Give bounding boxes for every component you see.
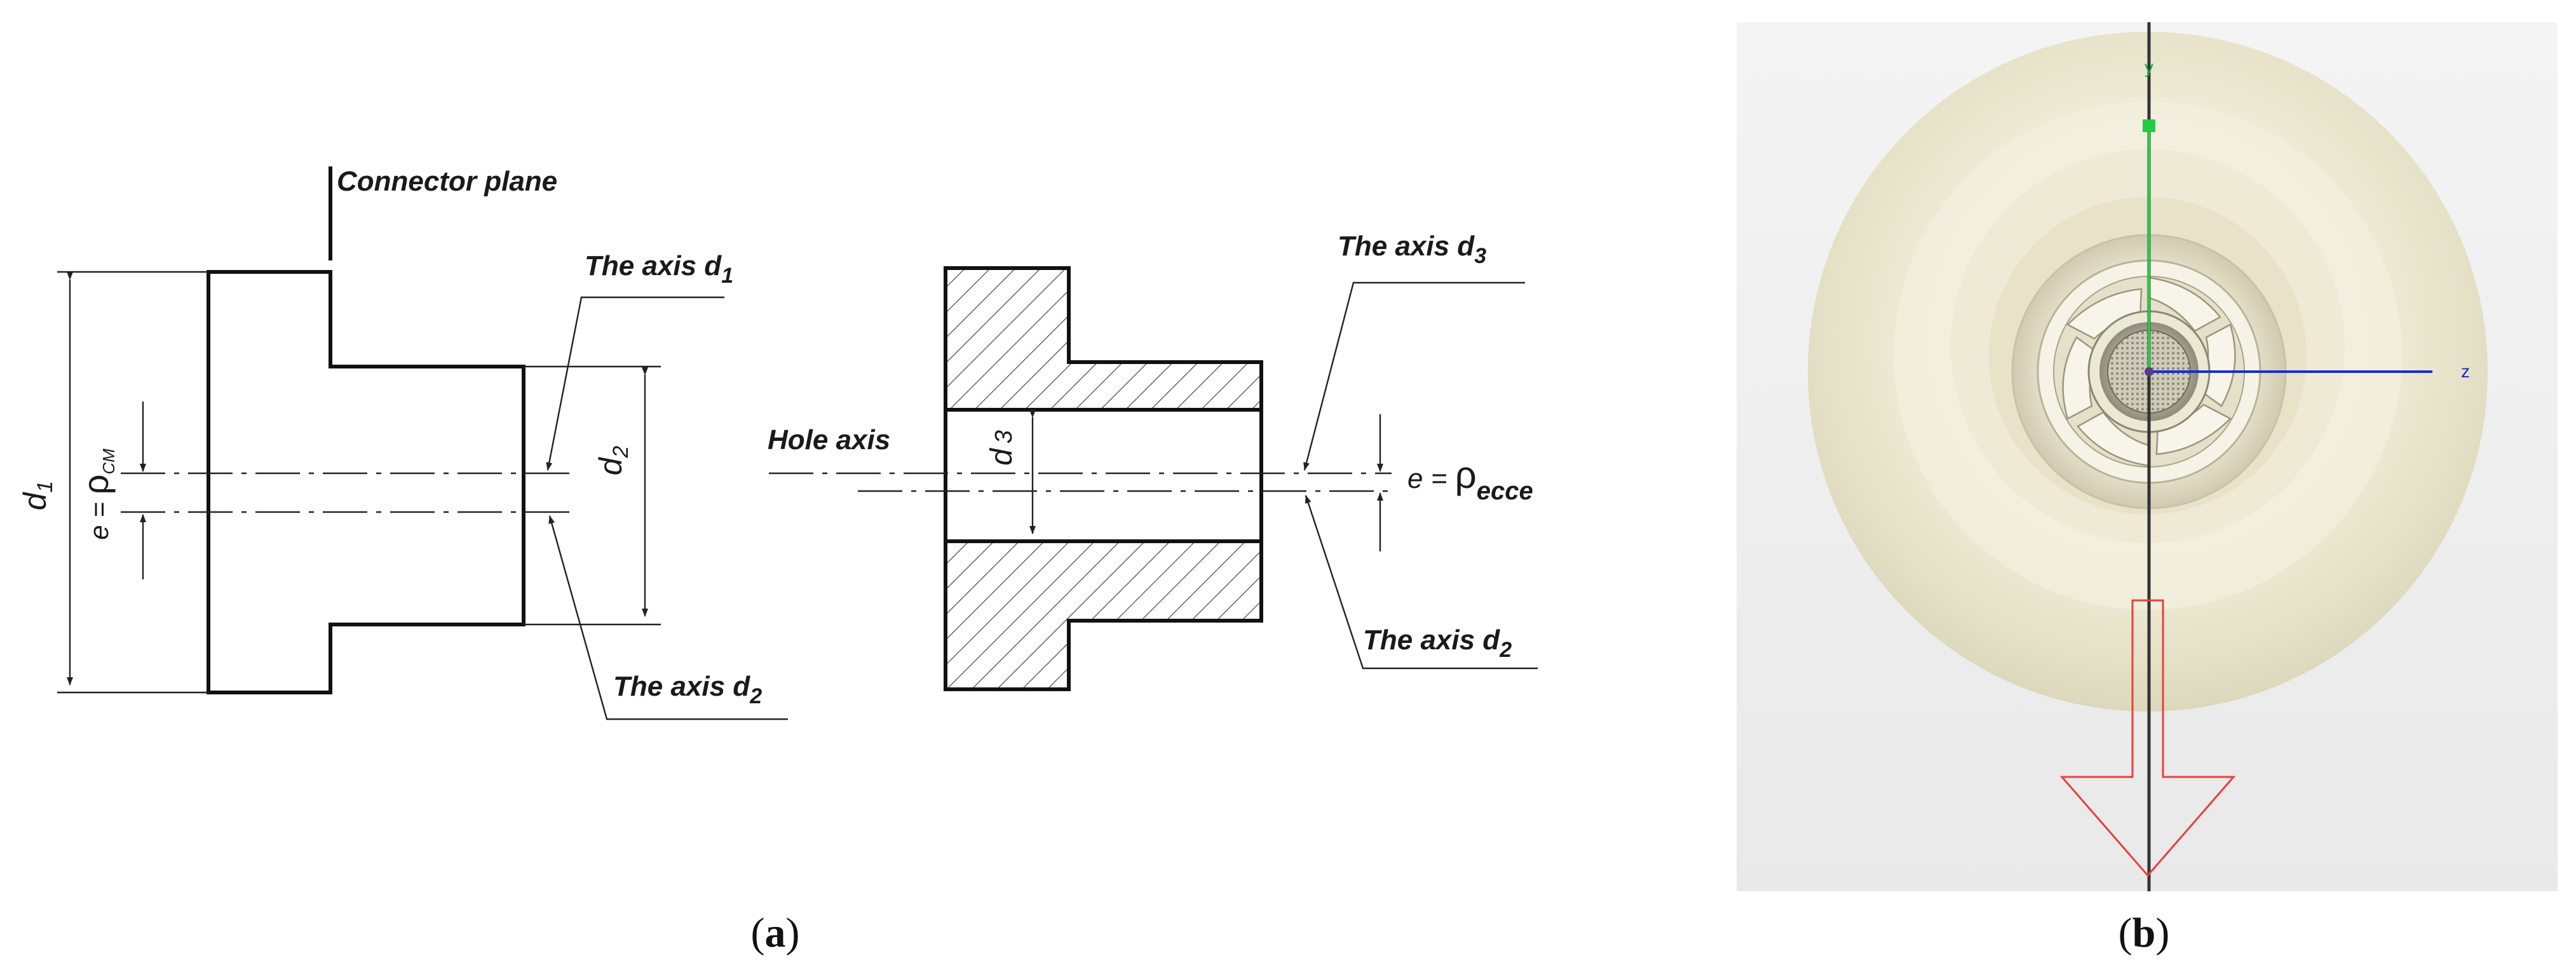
- part-outline: [207, 270, 525, 694]
- dim-d3-label: d3: [985, 430, 1019, 466]
- dim-d1-label: d1: [17, 481, 57, 511]
- connector-plane-label: Connector plane: [337, 166, 557, 197]
- leader-axis-d2-left: [548, 515, 788, 720]
- z-axis-label: z: [2461, 361, 2470, 381]
- flow-direction-arrow: [2059, 599, 2236, 877]
- axis-d3-label: The axis d3: [1338, 231, 1486, 268]
- section-hatch-bottom: [944, 539, 1263, 691]
- section-hatch-top: [944, 266, 1263, 412]
- panel-a-left-drawing: Connector plane The axis d1 The axis d2 …: [17, 166, 788, 720]
- panel-b-render: y z: [1737, 22, 2558, 891]
- leader-axis-d3: [1303, 281, 1525, 471]
- leader-axis-d2-right: [1305, 495, 1538, 670]
- hole-axis-label: Hole axis: [768, 424, 890, 456]
- y-axis-label: y: [2145, 57, 2153, 77]
- caption-a: (a): [751, 910, 800, 956]
- e-cm-label: e = ρCM: [76, 449, 118, 540]
- caption-b: (b): [2118, 910, 2170, 956]
- e-ecce-label: e = ρecce: [1407, 454, 1533, 505]
- dim-d2-label: d2: [593, 446, 633, 476]
- axis-d2-left-label: The axis d2: [613, 671, 762, 708]
- panel-a-right-section: The axis d3 The axis d2 Hole axis d3 e =…: [768, 231, 1538, 691]
- axis-d1-label: The axis d1: [585, 250, 733, 288]
- leader-axis-d1: [546, 296, 724, 471]
- y-axis-handle: [2143, 119, 2155, 132]
- axis-d2-right-label: The axis d2: [1363, 624, 1512, 662]
